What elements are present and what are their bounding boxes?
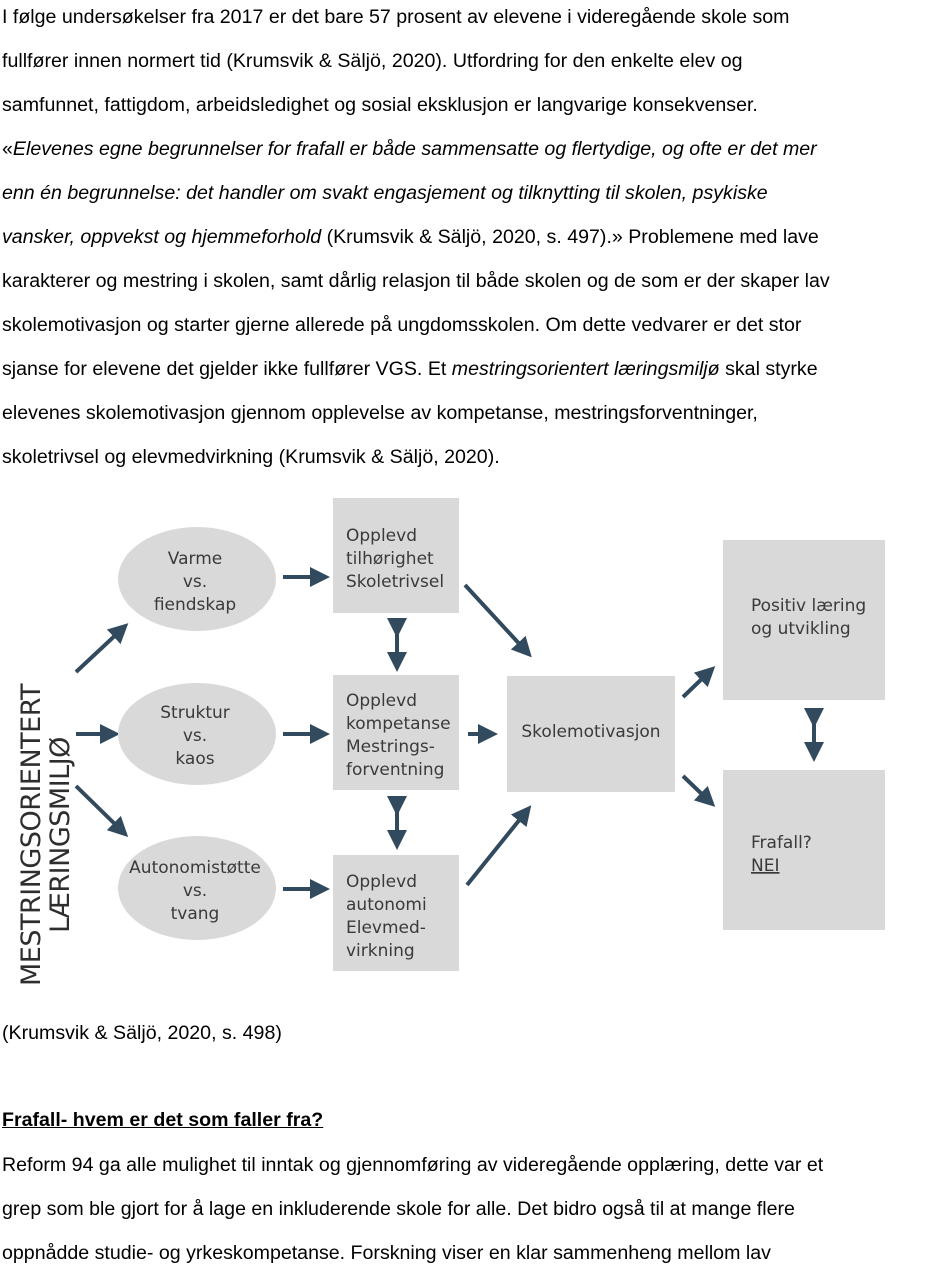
- box-text: forventning: [346, 760, 444, 780]
- emphasis-term: mestringsorientert læringsmiljø: [451, 358, 720, 380]
- box-frafall: Frafall? NEI: [723, 770, 885, 930]
- figure-caption: (Krumsvik & Säljö, 2020, s. 498): [2, 1022, 282, 1044]
- quote-text: enn én begrunnelse: det handler om svakt…: [2, 182, 768, 204]
- box-text: Skolemotivasjon: [521, 722, 660, 742]
- side-label: MESTRINGSORIENTERT LÆRINGSMILJØ: [16, 683, 76, 986]
- text-line: «Elevenes egne begrunnelser for frafall …: [2, 127, 936, 171]
- box-autonomi: Opplevd autonomi Elevmed- virkning: [333, 855, 459, 971]
- ellipse-node-3: Autonomistøtte vs. tvang: [118, 836, 276, 940]
- ellipse-text: fiendskap: [154, 595, 236, 615]
- box-text: Elevmed-: [346, 918, 426, 938]
- ellipse-text: vs.: [183, 572, 207, 592]
- body-paragraph-1: I følge undersøkelser fra 2017 er det ba…: [2, 0, 936, 479]
- box-text: Opplevd: [346, 526, 417, 546]
- arrow: [463, 583, 532, 658]
- arrow: [74, 784, 129, 837]
- arrow: [74, 623, 129, 674]
- text-line: skolemotivasjon og starter gjerne allere…: [2, 314, 802, 336]
- box-text: autonomi: [346, 895, 427, 915]
- text-line: I følge undersøkelser fra 2017 er det ba…: [2, 6, 790, 28]
- box-text: Skoletrivsel: [346, 572, 444, 592]
- quote-mark: «: [2, 138, 13, 160]
- text-line: oppnådde studie- og yrkeskompetanse. For…: [2, 1242, 771, 1264]
- ellipse-text: Struktur: [160, 703, 230, 723]
- text-line: skoletrivsel og elevmedvirkning (Krumsvi…: [2, 446, 500, 468]
- box-skolemotivasjon: Skolemotivasjon: [507, 676, 675, 792]
- arrow: [681, 774, 716, 807]
- motivation-diagram: MESTRINGSORIENTERT LÆRINGSMILJØ Varme vs…: [16, 498, 885, 986]
- text-span: sjanse for elevene det gjelder ikke full…: [2, 358, 452, 380]
- quote-text: vansker, oppvekst og hjemmeforhold: [2, 226, 322, 248]
- side-label-line-1: MESTRINGSORIENTERT: [16, 683, 47, 986]
- ellipse-text: vs.: [183, 726, 207, 746]
- text-line: samfunnet, fattigdom, arbeidsledighet og…: [2, 94, 758, 116]
- box-tilhorighet: Opplevd tilhørighet Skoletrivsel: [333, 498, 459, 613]
- text-line: sjanse for elevene det gjelder ikke full…: [2, 347, 936, 391]
- ellipse-text: tvang: [171, 904, 220, 924]
- text-line: fullfører innen normert tid (Krumsvik & …: [2, 50, 743, 72]
- ellipse-node-2: Struktur vs. kaos: [118, 683, 276, 785]
- ellipse-text: vs.: [183, 881, 207, 901]
- ellipse-text: kaos: [175, 749, 214, 769]
- text-line: grep som ble gjort for å lage en inklude…: [2, 1198, 795, 1220]
- box-text: Mestrings-: [346, 737, 435, 757]
- text-line: elevenes skolemotivasjon gjennom oppleve…: [2, 402, 758, 424]
- arrow: [465, 805, 532, 887]
- box-text: tilhørighet: [346, 549, 434, 569]
- citation-text: (Krumsvik & Säljö, 2020, s. 497).» Probl…: [321, 226, 819, 248]
- arrow: [681, 666, 716, 699]
- box-text: og utvikling: [751, 619, 851, 639]
- section-heading: Frafall- hvem er det som faller fra?: [2, 1109, 324, 1131]
- box-text: virkning: [346, 941, 415, 961]
- side-label-line-2: LÆRINGSMILJØ: [45, 737, 76, 933]
- box-text: Positiv læring: [751, 596, 866, 616]
- box-positiv-laering: Positiv læring og utvikling: [723, 540, 885, 700]
- ellipse-text: Varme: [168, 549, 222, 569]
- box-text: Opplevd: [346, 872, 417, 892]
- box-kompetanse: Opplevd kompetanse Mestrings- forventnin…: [333, 675, 459, 790]
- ellipse-node-1: Varme vs. fiendskap: [118, 527, 276, 631]
- quote-text: Elevenes egne begrunnelser for frafall e…: [12, 138, 817, 160]
- text-line: Reform 94 ga alle mulighet til inntak og…: [2, 1154, 824, 1176]
- box-text: Frafall?: [751, 833, 812, 853]
- box-text: Opplevd: [346, 691, 417, 711]
- text-line: karakterer og mestring i skolen, samt då…: [2, 270, 830, 292]
- text-span: skal styrke: [719, 358, 818, 380]
- body-paragraph-2: Reform 94 ga alle mulighet til inntak og…: [2, 1143, 936, 1275]
- box-text: NEI: [751, 856, 779, 876]
- text-line: vansker, oppvekst og hjemmeforhold (Krum…: [2, 215, 936, 259]
- ellipse-text: Autonomistøtte: [129, 858, 261, 878]
- box-text: kompetanse: [346, 714, 451, 734]
